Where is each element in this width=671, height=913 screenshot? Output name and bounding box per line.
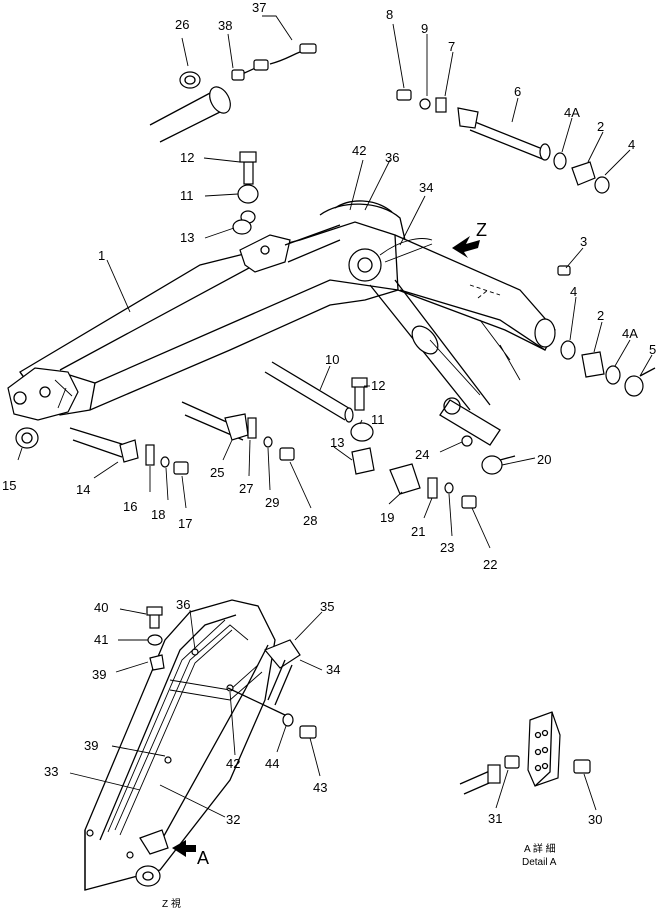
label-17: 17	[178, 516, 192, 531]
label-27: 27	[239, 481, 253, 496]
pin-group-middle	[181, 361, 375, 475]
label-11: 11	[180, 188, 194, 203]
label-39b: 39	[84, 738, 98, 753]
label-13b: 13	[330, 435, 344, 450]
label-28: 28	[303, 513, 317, 528]
label-21: 21	[411, 524, 425, 539]
label-4: 4	[628, 137, 635, 152]
label-16: 16	[123, 499, 137, 514]
part-labels: 1 2 2 3 4 4 4A 4A 5 6 7 8 9 10 11 11 12 …	[2, 0, 656, 910]
label-34b: 34	[326, 662, 340, 677]
pin-group-right	[557, 265, 656, 397]
pin-group-upper-right	[396, 89, 610, 194]
label-2b: 2	[597, 308, 604, 323]
label-42b: 42	[226, 756, 240, 771]
label-40: 40	[94, 600, 108, 615]
view-z-label: Z	[476, 220, 487, 240]
z-view-caption: Z 視	[162, 897, 181, 910]
label-20: 20	[537, 452, 551, 467]
label-4ab: 4A	[622, 326, 638, 341]
view-z-arrow	[452, 236, 480, 258]
label-7: 7	[448, 39, 455, 54]
label-32: 32	[226, 812, 240, 827]
label-30: 30	[588, 812, 602, 827]
detail-a-caption-en: Detail A	[522, 857, 557, 868]
label-33: 33	[44, 764, 58, 779]
label-18: 18	[151, 507, 165, 522]
label-4b: 4	[570, 284, 577, 299]
label-35: 35	[320, 599, 334, 614]
pin-group-left-foot	[15, 427, 189, 475]
label-8: 8	[386, 7, 393, 22]
label-23: 23	[440, 540, 454, 555]
label-41: 41	[94, 632, 108, 647]
label-42: 42	[352, 143, 366, 158]
label-11b: 11	[371, 412, 385, 427]
label-19: 19	[380, 510, 394, 525]
view-a-label: A	[197, 848, 209, 868]
label-5: 5	[649, 342, 656, 357]
label-39: 39	[92, 667, 106, 682]
bolt-group-upper	[232, 151, 259, 235]
view-a-arrow	[172, 840, 196, 857]
detail-a	[459, 711, 597, 811]
label-25: 25	[210, 465, 224, 480]
label-38: 38	[218, 18, 232, 33]
label-1: 1	[98, 248, 105, 263]
label-10: 10	[325, 352, 339, 367]
label-4a: 4A	[564, 105, 580, 120]
label-9: 9	[421, 21, 428, 36]
label-15: 15	[2, 478, 16, 493]
label-29: 29	[265, 495, 279, 510]
label-43: 43	[313, 780, 327, 795]
leader-lines-z-view	[69, 608, 323, 818]
label-2: 2	[597, 119, 604, 134]
grease-hose	[231, 43, 317, 81]
shim-part-26	[179, 71, 201, 89]
label-6: 6	[514, 84, 521, 99]
label-31: 31	[488, 811, 502, 826]
pin-group-lower-right	[389, 435, 516, 509]
label-22: 22	[483, 557, 497, 572]
label-3: 3	[580, 234, 587, 249]
label-36: 36	[385, 150, 399, 165]
detail-a-caption-jp: A 詳 細	[524, 842, 556, 855]
label-37: 37	[252, 0, 266, 15]
label-36b: 36	[176, 597, 190, 612]
label-34: 34	[419, 180, 433, 195]
label-44: 44	[265, 756, 279, 771]
label-12: 12	[180, 150, 194, 165]
arm-cylinder-rod	[149, 71, 231, 143]
label-24: 24	[415, 447, 429, 462]
boom-assembly	[7, 200, 556, 446]
label-12b: 12	[371, 378, 385, 393]
label-13: 13	[180, 230, 194, 245]
label-14: 14	[76, 482, 90, 497]
z-view-arm	[84, 599, 317, 891]
label-26: 26	[175, 17, 189, 32]
leader-lines-top	[17, 15, 653, 549]
